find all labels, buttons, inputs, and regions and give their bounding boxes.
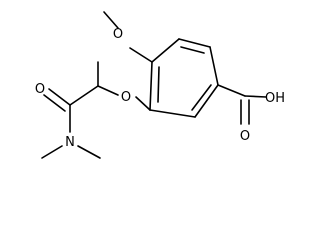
ether-ch-bond: [97, 85, 119, 96]
acid-hydroxyl-label: OH: [265, 91, 285, 106]
molecule-diagram: O O O N OH O: [35, 11, 285, 159]
ch-carbonyl-bond: [69, 85, 99, 106]
ether-oxygen-label: O: [121, 90, 131, 105]
ring-double-bond: [180, 46, 205, 54]
ring-double-bond: [157, 66, 160, 103]
amide-carbonyl-bond-2: [43, 94, 66, 112]
benzene-ring: [149, 38, 219, 118]
carbonyl-oxygen-label: O: [35, 82, 45, 97]
aryl-acid-bond: [217, 84, 246, 97]
ring-bond: [209, 46, 219, 86]
ring-bond: [194, 84, 219, 118]
amide-carbonyl-bond: [48, 88, 71, 106]
ring-bond: [149, 61, 153, 111]
ring-bond: [151, 38, 180, 63]
acid-oh-bond: [244, 95, 267, 98]
methoxy-oxygen-label: O: [113, 27, 123, 42]
methoxy-methyl-bond: [103, 11, 119, 29]
amide-nitrogen-label: N: [65, 135, 75, 150]
acid-oxygen-label: O: [240, 129, 250, 144]
ring-bond: [149, 109, 196, 118]
aryl-methoxy-bond: [129, 47, 153, 63]
ring-bond: [178, 38, 211, 48]
ring-double-bond: [191, 84, 212, 111]
n-methyl-right: [77, 145, 101, 159]
n-methyl-left: [41, 145, 63, 159]
aryl-ether-bond: [135, 96, 151, 111]
